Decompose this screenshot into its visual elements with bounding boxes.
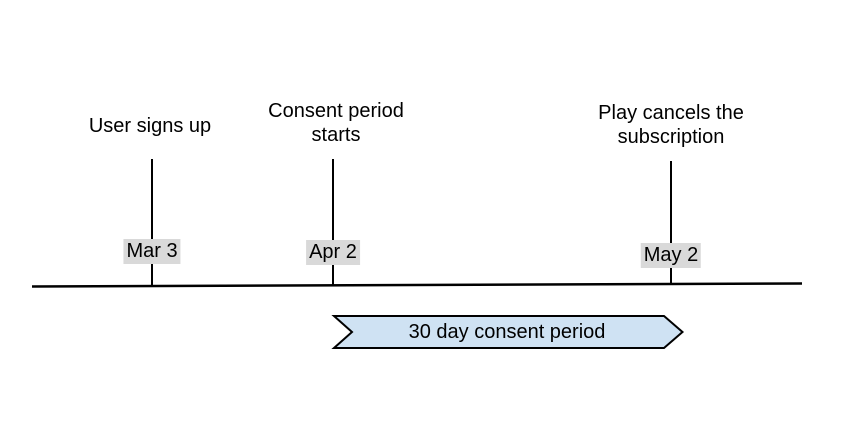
event-label-consent-period-starts: Consent period starts — [268, 100, 404, 146]
consent-period-banner-label: 30 day consent period — [408, 321, 606, 343]
event-label-play-cancels-subscription: Play cancels the subscription — [598, 102, 744, 148]
timeline-axis-line — [31, 282, 803, 288]
date-label-may2: May 2 — [640, 243, 702, 268]
timeline-tick-apr2 — [332, 159, 334, 286]
timeline-tick-may2 — [670, 161, 672, 284]
date-label-apr2: Apr 2 — [306, 240, 360, 265]
timeline-tick-mar3 — [151, 159, 153, 285]
event-label-user-signs-up: User signs up — [88, 115, 212, 137]
date-label-mar3: Mar 3 — [123, 239, 181, 264]
consent-period-banner-shape — [331, 315, 685, 349]
